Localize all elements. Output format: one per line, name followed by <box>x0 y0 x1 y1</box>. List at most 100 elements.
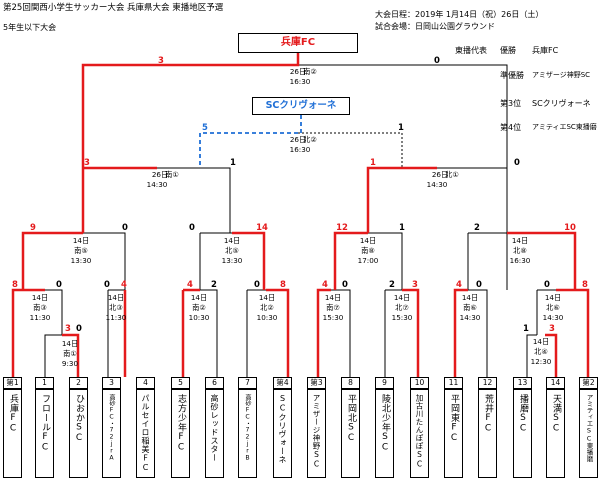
team-name: 高砂レッドスター <box>210 394 219 462</box>
score-r2-5-right: 0 <box>342 280 348 290</box>
r2-3-right-line <box>200 289 218 377</box>
team-name: アミザージ神野SC <box>312 394 321 469</box>
score-sf-left-left: 3 <box>84 158 90 168</box>
team-seed: 7 <box>238 377 257 389</box>
score-qf3-left: 12 <box>336 223 348 233</box>
team-seed: 5 <box>171 377 190 389</box>
score-third-left: 5 <box>202 123 208 133</box>
score-r1-2-left: 1 <box>523 324 529 334</box>
team-name: 陵北少年SC <box>380 394 390 453</box>
score-r2-3-left: 4 <box>187 280 193 290</box>
qf3-winner-line <box>333 231 368 290</box>
team-name-box: 兵庫FC <box>3 389 22 478</box>
team-name-box: 天満SC <box>546 389 565 478</box>
team-seed: 14 <box>546 377 565 389</box>
team-name-box: 荒井FC <box>478 389 497 478</box>
score-r2-1-left: 8 <box>12 280 18 290</box>
team-name: ひおかSC <box>74 394 84 444</box>
team-name-box: アミティエSC東播磨 <box>579 389 598 478</box>
team-seed: 13 <box>513 377 532 389</box>
team-seed: 4 <box>136 377 155 389</box>
runner-up-label: 準優勝 <box>500 71 524 80</box>
r2-4-winner-line <box>266 288 290 377</box>
score-qf1-left: 9 <box>30 223 36 233</box>
team-name-box: 志方少年FC <box>171 389 190 478</box>
match-final: 26日 <box>289 67 307 76</box>
score-r2-7-left: 4 <box>456 280 462 290</box>
r1-2-left-line <box>526 334 537 377</box>
r2-6-winner-line <box>402 288 420 377</box>
match-final-court: 南② <box>303 67 317 76</box>
team-name-box: フロールFC <box>35 389 54 478</box>
score-r2-4-right: 8 <box>280 280 286 290</box>
tournament-venue: 試合会場：日岡山公園グラウンド <box>375 22 495 31</box>
score-r2-1-right: 0 <box>56 280 62 290</box>
r1-2-winner-line <box>545 333 558 377</box>
r2-1-right-line <box>45 289 63 335</box>
third-right-line <box>298 132 403 168</box>
team-name-box: ひおかSC <box>69 389 88 478</box>
qf4-winner-line <box>507 231 577 290</box>
team-seed: 第4 <box>273 377 292 389</box>
score-sf-left-right: 1 <box>230 158 236 168</box>
match-sf-right-court: 北① <box>445 170 459 179</box>
team-name: 志方少年FC <box>176 394 186 453</box>
team-seed: 2 <box>69 377 88 389</box>
match-sf-right-time: 14:30 <box>426 180 448 189</box>
qf1-right-line <box>83 232 126 290</box>
team-name-box: SCクリヴォーネ <box>273 389 292 478</box>
final-winner-line <box>81 53 300 168</box>
score-r2-5-left: 4 <box>322 280 328 290</box>
champion-box: 兵庫FC <box>238 33 358 53</box>
team-seed: 9 <box>375 377 394 389</box>
score-sf-right-right: 0 <box>514 158 520 168</box>
team-seed: 10 <box>410 377 429 389</box>
tournament-subtitle: 5年生以下大会 <box>3 23 57 32</box>
final-right-line <box>298 64 508 168</box>
winner-label: 優勝 <box>500 46 516 55</box>
score-r2-3-right: 2 <box>211 280 217 290</box>
team-seed: 11 <box>444 377 463 389</box>
third-place-box: SCクリヴォーネ <box>252 97 350 115</box>
score-qf3-right: 1 <box>399 223 405 233</box>
score-third-right: 1 <box>398 123 404 133</box>
third-label: 第3位 <box>500 99 522 108</box>
team-name: 荒井FC <box>483 394 493 434</box>
tournament-dates: 大会日程：2019年 1月14日（祝）26日（土） <box>375 10 544 19</box>
score-r1-1-left: 3 <box>65 324 71 334</box>
r2-1-winner-line <box>11 288 45 377</box>
qf2-winner-line <box>232 231 266 290</box>
team-name-box: 加古川たんぽぽSC <box>410 389 429 478</box>
score-final-right: 0 <box>434 56 440 66</box>
team-name: 平岡北SC <box>346 394 356 444</box>
team-name-box: 高砂FC・72jrA <box>102 389 121 478</box>
score-r1-1-right: 0 <box>76 324 82 334</box>
team-seed: 3 <box>102 377 121 389</box>
team-name-box: 平岡北SC <box>341 389 360 478</box>
r2-5-right-line <box>331 289 351 377</box>
team-name: フロールFC <box>40 394 50 453</box>
team-name: SCクリヴォーネ <box>278 394 287 464</box>
match-third-court: 北② <box>303 135 317 144</box>
team-seed: 6 <box>205 377 224 389</box>
team-name-box: 陵北少年SC <box>375 389 394 478</box>
team-name: 高砂FC・72jrA <box>108 394 115 462</box>
r2-7-winner-line <box>453 288 468 377</box>
team-name: パルセイロ稲美FC <box>141 394 150 473</box>
team-name-box: 平岡東FC <box>444 389 463 478</box>
score-r2-4-left: 0 <box>254 280 260 290</box>
team-name: 平岡東FC <box>449 394 459 444</box>
match-sf-left-time: 14:30 <box>146 180 168 189</box>
score-final-left: 3 <box>158 56 164 66</box>
third-place-winner-line <box>199 115 302 168</box>
sf-right-winner-line <box>366 166 437 233</box>
match-final-time: 16:30 <box>289 77 311 86</box>
score-r2-6-right: 3 <box>412 280 418 290</box>
match-sf-right: 26日 <box>431 170 449 179</box>
third-name: SCクリヴォーネ <box>532 99 591 108</box>
